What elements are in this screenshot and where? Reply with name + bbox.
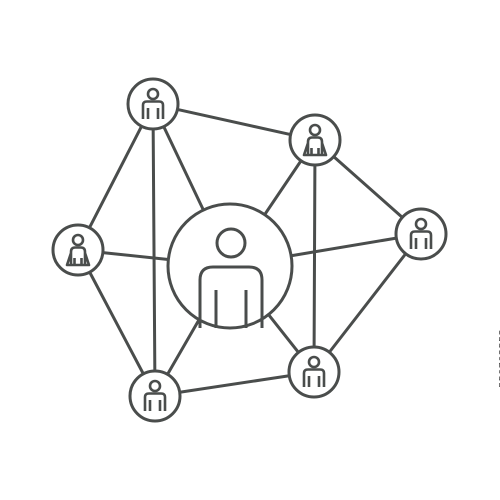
- person-icon: [65, 233, 91, 267]
- edge-node-top-node-bottom-left: [151, 127, 157, 373]
- edge-node-bottom-left-center-person: [165, 318, 201, 376]
- edge-node-right-node-lower-right: [327, 252, 408, 354]
- edge-node-bottom-left-node-left: [88, 270, 145, 376]
- person-icon: [198, 227, 264, 328]
- node-top-circle: [126, 77, 180, 131]
- edge-node-top-center-person: [162, 125, 205, 212]
- edge-node-lower-right-node-bottom-left: [178, 374, 291, 394]
- node-upper-right-node: [288, 113, 342, 167]
- node-bottom-left-node: [128, 369, 182, 423]
- node-lower-right-node: [287, 345, 341, 399]
- node-top-node: [126, 77, 180, 131]
- node-left-node: [51, 223, 105, 277]
- person-icon: [302, 123, 328, 157]
- edge-node-top-node-upper-right: [175, 107, 293, 137]
- node-left-circle: [51, 223, 105, 277]
- person-icon: [143, 379, 167, 411]
- edge-node-upper-right-node-lower-right: [312, 163, 317, 349]
- node-right-node: [394, 207, 448, 261]
- edge-node-left-center-person: [101, 251, 170, 262]
- node-right-circle: [394, 207, 448, 261]
- node-upper-right-circle: [288, 113, 342, 167]
- node-lower-right-circle: [287, 345, 341, 399]
- people-nodes: [51, 77, 448, 423]
- edge-node-upper-right-center-person: [263, 159, 303, 217]
- edge-node-right-center-person: [289, 236, 398, 258]
- center-person-node: [166, 202, 294, 330]
- person-icon: [302, 355, 326, 387]
- node-bottom-left-circle: [128, 369, 182, 423]
- edge-node-top-node-left: [87, 124, 144, 230]
- edge-node-upper-right-node-right: [332, 155, 404, 219]
- edge-node-lower-right-center-person: [267, 313, 300, 354]
- person-icon: [409, 217, 433, 249]
- connection-lines: [87, 107, 408, 394]
- person-icon: [141, 87, 165, 119]
